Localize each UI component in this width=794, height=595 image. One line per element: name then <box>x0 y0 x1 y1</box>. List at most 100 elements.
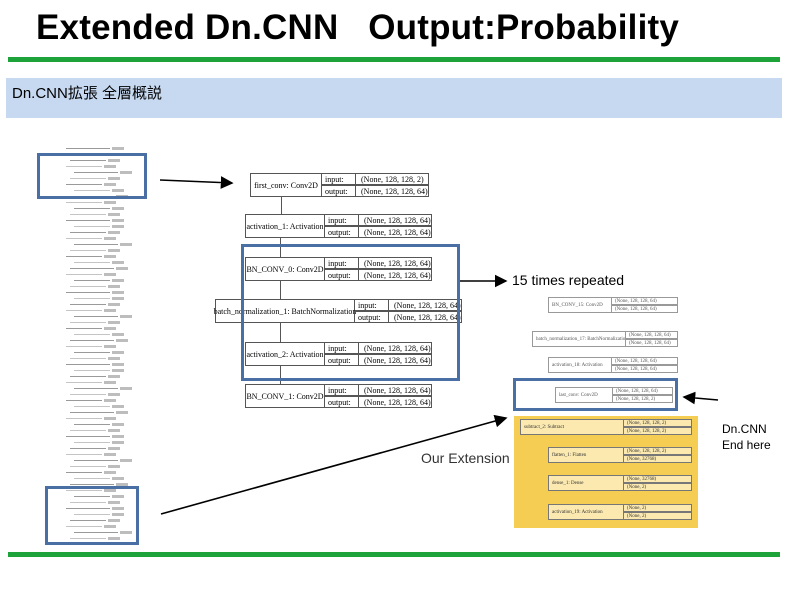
thumbnail-layer-mark <box>70 484 114 485</box>
repeat-label: 15 times repeated <box>512 272 625 288</box>
extension-layer-node: dense_1: Dense(None, 32768)(None, 2) <box>548 475 692 491</box>
thumbnail-layer-mark <box>74 352 110 353</box>
thumbnail-layer-mark <box>74 406 110 407</box>
thumbnail-layer-mark <box>74 388 118 389</box>
layer-connector <box>280 366 281 384</box>
thumbnail-layer-mark <box>74 514 110 515</box>
shape-key: input: <box>325 343 359 353</box>
layer-shapes: input:(None, 128, 128, 64)output:(None, … <box>355 299 462 323</box>
arrow-end-here <box>682 391 719 405</box>
shape-value: (None, 2) <box>624 483 692 491</box>
thumbnail-shape-mark <box>112 507 124 510</box>
thumbnail-layer-mark <box>66 238 102 239</box>
arrow-thumb-to-first <box>159 176 234 189</box>
top-green-rule <box>8 57 780 62</box>
thumbnail-layer-mark <box>74 190 110 191</box>
shape-key: output: <box>325 227 359 237</box>
layer-connector <box>280 238 281 257</box>
thumbnail-shape-mark <box>104 399 116 402</box>
thumbnail-layer-mark <box>70 412 114 413</box>
shape-value: (None, 128, 128, 64) <box>364 215 431 225</box>
shape-row: input:(None, 128, 128, 64) <box>325 384 432 396</box>
shape-row: input:(None, 128, 128, 64) <box>325 214 432 226</box>
tail-layer-node: last_conv: Conv2D(None, 128, 128, 64)(No… <box>555 387 673 403</box>
shape-value: (None, 32768) <box>624 455 692 463</box>
shape-value: (None, 128, 128, 64) <box>361 186 428 196</box>
shape-value: (None, 128, 128, 64) <box>364 385 431 395</box>
thumbnail-shape-mark <box>104 453 116 456</box>
tail-layer-node: activation_18: Activation(None, 128, 128… <box>548 357 678 373</box>
last-conv-highlight <box>513 378 678 411</box>
layer-name: last_conv: Conv2D <box>555 387 613 403</box>
thumbnail-layer-mark <box>74 496 110 497</box>
layer-name: activation_19: Activation <box>548 504 624 520</box>
thumbnail-shape-mark <box>108 501 120 504</box>
layer-shapes: (None, 128, 128, 2)(None, 128, 128, 2) <box>624 419 692 435</box>
thumbnail-bottom-highlight <box>45 486 139 545</box>
thumbnail-shape-mark <box>108 357 120 360</box>
thumbnail-layer-mark <box>74 316 118 317</box>
thumbnail-shape-mark <box>108 465 120 468</box>
thumbnail-layer-mark <box>70 268 114 269</box>
thumbnail-shape-mark <box>120 315 132 318</box>
thumbnail-layer-mark <box>74 334 110 335</box>
shape-row: output:(None, 128, 128, 64) <box>325 354 432 366</box>
thumbnail-layer-mark <box>74 370 110 371</box>
thumbnail-shape-mark <box>104 237 116 240</box>
thumbnail-layer-mark <box>66 292 110 293</box>
subtitle-text: Dn.CNN拡張 全層概説 <box>12 85 163 102</box>
thumbnail-layer-mark <box>70 304 106 305</box>
thumbnail-shape-mark <box>112 513 124 516</box>
thumbnail-shape-mark <box>116 411 128 414</box>
thumbnail-layer-mark <box>66 256 102 257</box>
layer-shapes: (None, 128, 128, 2)(None, 32768) <box>624 447 692 463</box>
thumbnail-layer-mark <box>66 472 102 473</box>
thumbnail-shape-mark <box>112 435 124 438</box>
layer-shapes: input:(None, 128, 128, 64)output:(None, … <box>325 257 432 281</box>
thumbnail-layer-mark <box>70 430 106 431</box>
shape-row: output:(None, 128, 128, 64) <box>322 185 429 197</box>
shape-value: (None, 128, 128, 64) <box>364 397 431 407</box>
thumbnail-shape-mark <box>104 345 116 348</box>
thumbnail-layer-mark <box>70 340 114 341</box>
shape-key: output: <box>325 397 359 407</box>
layer-name: activation_18: Activation <box>548 357 612 373</box>
layer-connector <box>280 323 281 342</box>
layer-connector <box>280 281 281 299</box>
thumbnail-layer-mark <box>66 490 102 491</box>
thumbnail-shape-mark <box>112 291 124 294</box>
thumbnail-layer-mark <box>66 220 110 221</box>
thumbnail-layer-mark <box>66 346 102 347</box>
full-network-thumbnail <box>40 147 140 548</box>
thumbnail-layer-mark <box>70 214 106 215</box>
layer-name: subtract_2: Subtract <box>520 419 624 435</box>
extension-layer-node: activation_19: Activation(None, 2)(None,… <box>548 504 692 520</box>
thumbnail-layer-mark <box>66 508 110 509</box>
shape-row: output: (None, 128, 128, 64) <box>325 396 432 408</box>
thumbnail-shape-mark <box>108 321 120 324</box>
shape-value: (None, 128, 128, 64) <box>612 365 678 373</box>
layer-name: activation_2: Activation <box>245 342 325 366</box>
thumbnail-layer-mark <box>74 226 110 227</box>
shape-value: (None, 2) <box>624 512 692 520</box>
thumbnail-layer-mark <box>66 274 102 275</box>
thumbnail-layer-mark <box>66 184 102 185</box>
shape-row: output:(None, 128, 128, 64) <box>355 311 462 323</box>
thumbnail-layer-mark <box>74 424 110 425</box>
thumbnail-layer-mark <box>74 442 110 443</box>
thumbnail-shape-mark <box>112 363 124 366</box>
shape-value: (None, 128, 128, 64) <box>613 387 673 395</box>
layer-name: flatten_1: Flatten <box>548 447 624 463</box>
shape-row: output:(None, 128, 128, 64) <box>325 226 432 238</box>
layer-connector <box>281 197 282 214</box>
thumbnail-layer-mark <box>70 502 106 503</box>
thumbnail-shape-mark <box>108 519 120 522</box>
shape-value: (None, 128, 128, 64) <box>364 258 431 268</box>
layer-name: activation_1: Activation <box>245 214 325 238</box>
arrow-thumb-to-extension <box>160 414 508 515</box>
thumbnail-shape-mark <box>108 285 120 288</box>
shape-value: (None, 128, 128, 64) <box>612 305 678 313</box>
thumbnail-shape-mark <box>120 531 132 534</box>
